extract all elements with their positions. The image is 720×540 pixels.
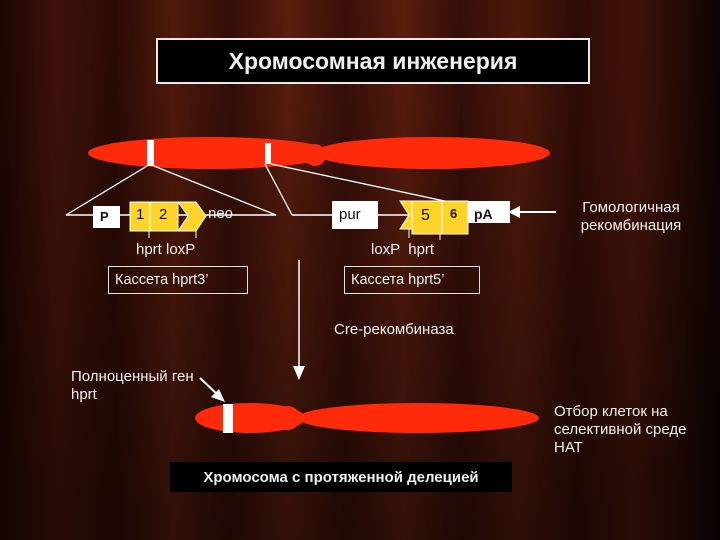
promoter-label: P: [100, 209, 109, 224]
restored-gene-mark: [223, 404, 233, 433]
selection-label: Отбор клеток на селективной среде НАТ: [554, 403, 687, 456]
insertion-site-hprt5: [265, 143, 271, 164]
exon-5-label: 5: [421, 207, 430, 224]
exon-2-box: [149, 201, 179, 232]
pur-label: pur: [339, 206, 361, 223]
left-cassette-element-labels: hprt loxP: [136, 241, 196, 258]
zoom-line-right-a: [264, 163, 293, 216]
exon-2-label: 2: [159, 206, 168, 223]
exon-6-label: 6: [450, 206, 458, 221]
pur-box: [332, 201, 378, 229]
pa-label: pA: [474, 206, 493, 222]
bottom-caption: Хромосома с протяженной делецией: [170, 462, 512, 492]
bottom-chromosome-right-arm: [297, 403, 539, 433]
zoom-line-left-a: [65, 165, 148, 216]
slide-title: Хромосомная инженерия: [156, 38, 590, 84]
full-gene-arrow-head: [211, 389, 225, 402]
right-cassette-element-labels: loxP hprt: [371, 241, 435, 258]
homologous-recombination-label: Гомологичная рекомбинация: [580, 199, 682, 234]
top-chromosome-left-arm: [88, 137, 332, 169]
cre-arrow-head: [293, 366, 305, 380]
pa-box: [468, 201, 510, 223]
top-chromosome-right-arm: [314, 137, 550, 169]
bottom-chromosome-left-arm: [195, 403, 305, 433]
full-gene-label: Полноценный ген hprt: [71, 368, 194, 403]
zoom-line-left-b: [153, 165, 277, 216]
insertion-site-hprt3: [147, 140, 154, 166]
recombination-arrow-head: [508, 206, 520, 218]
bottom-chromosome-centromere: [276, 406, 300, 430]
exon-5-box: [411, 200, 443, 235]
exon-1-label: 1: [136, 206, 145, 223]
cre-recombinase-label: Cre-рекомбиназа: [334, 321, 454, 338]
top-chromosome-centromere: [304, 144, 326, 166]
neo-label: neo: [208, 205, 234, 222]
right-cassette-name: Кассета hprt5’: [344, 266, 480, 294]
left-cassette-name: Кассета hprt3’: [108, 266, 248, 294]
promoter-box: [93, 206, 120, 228]
